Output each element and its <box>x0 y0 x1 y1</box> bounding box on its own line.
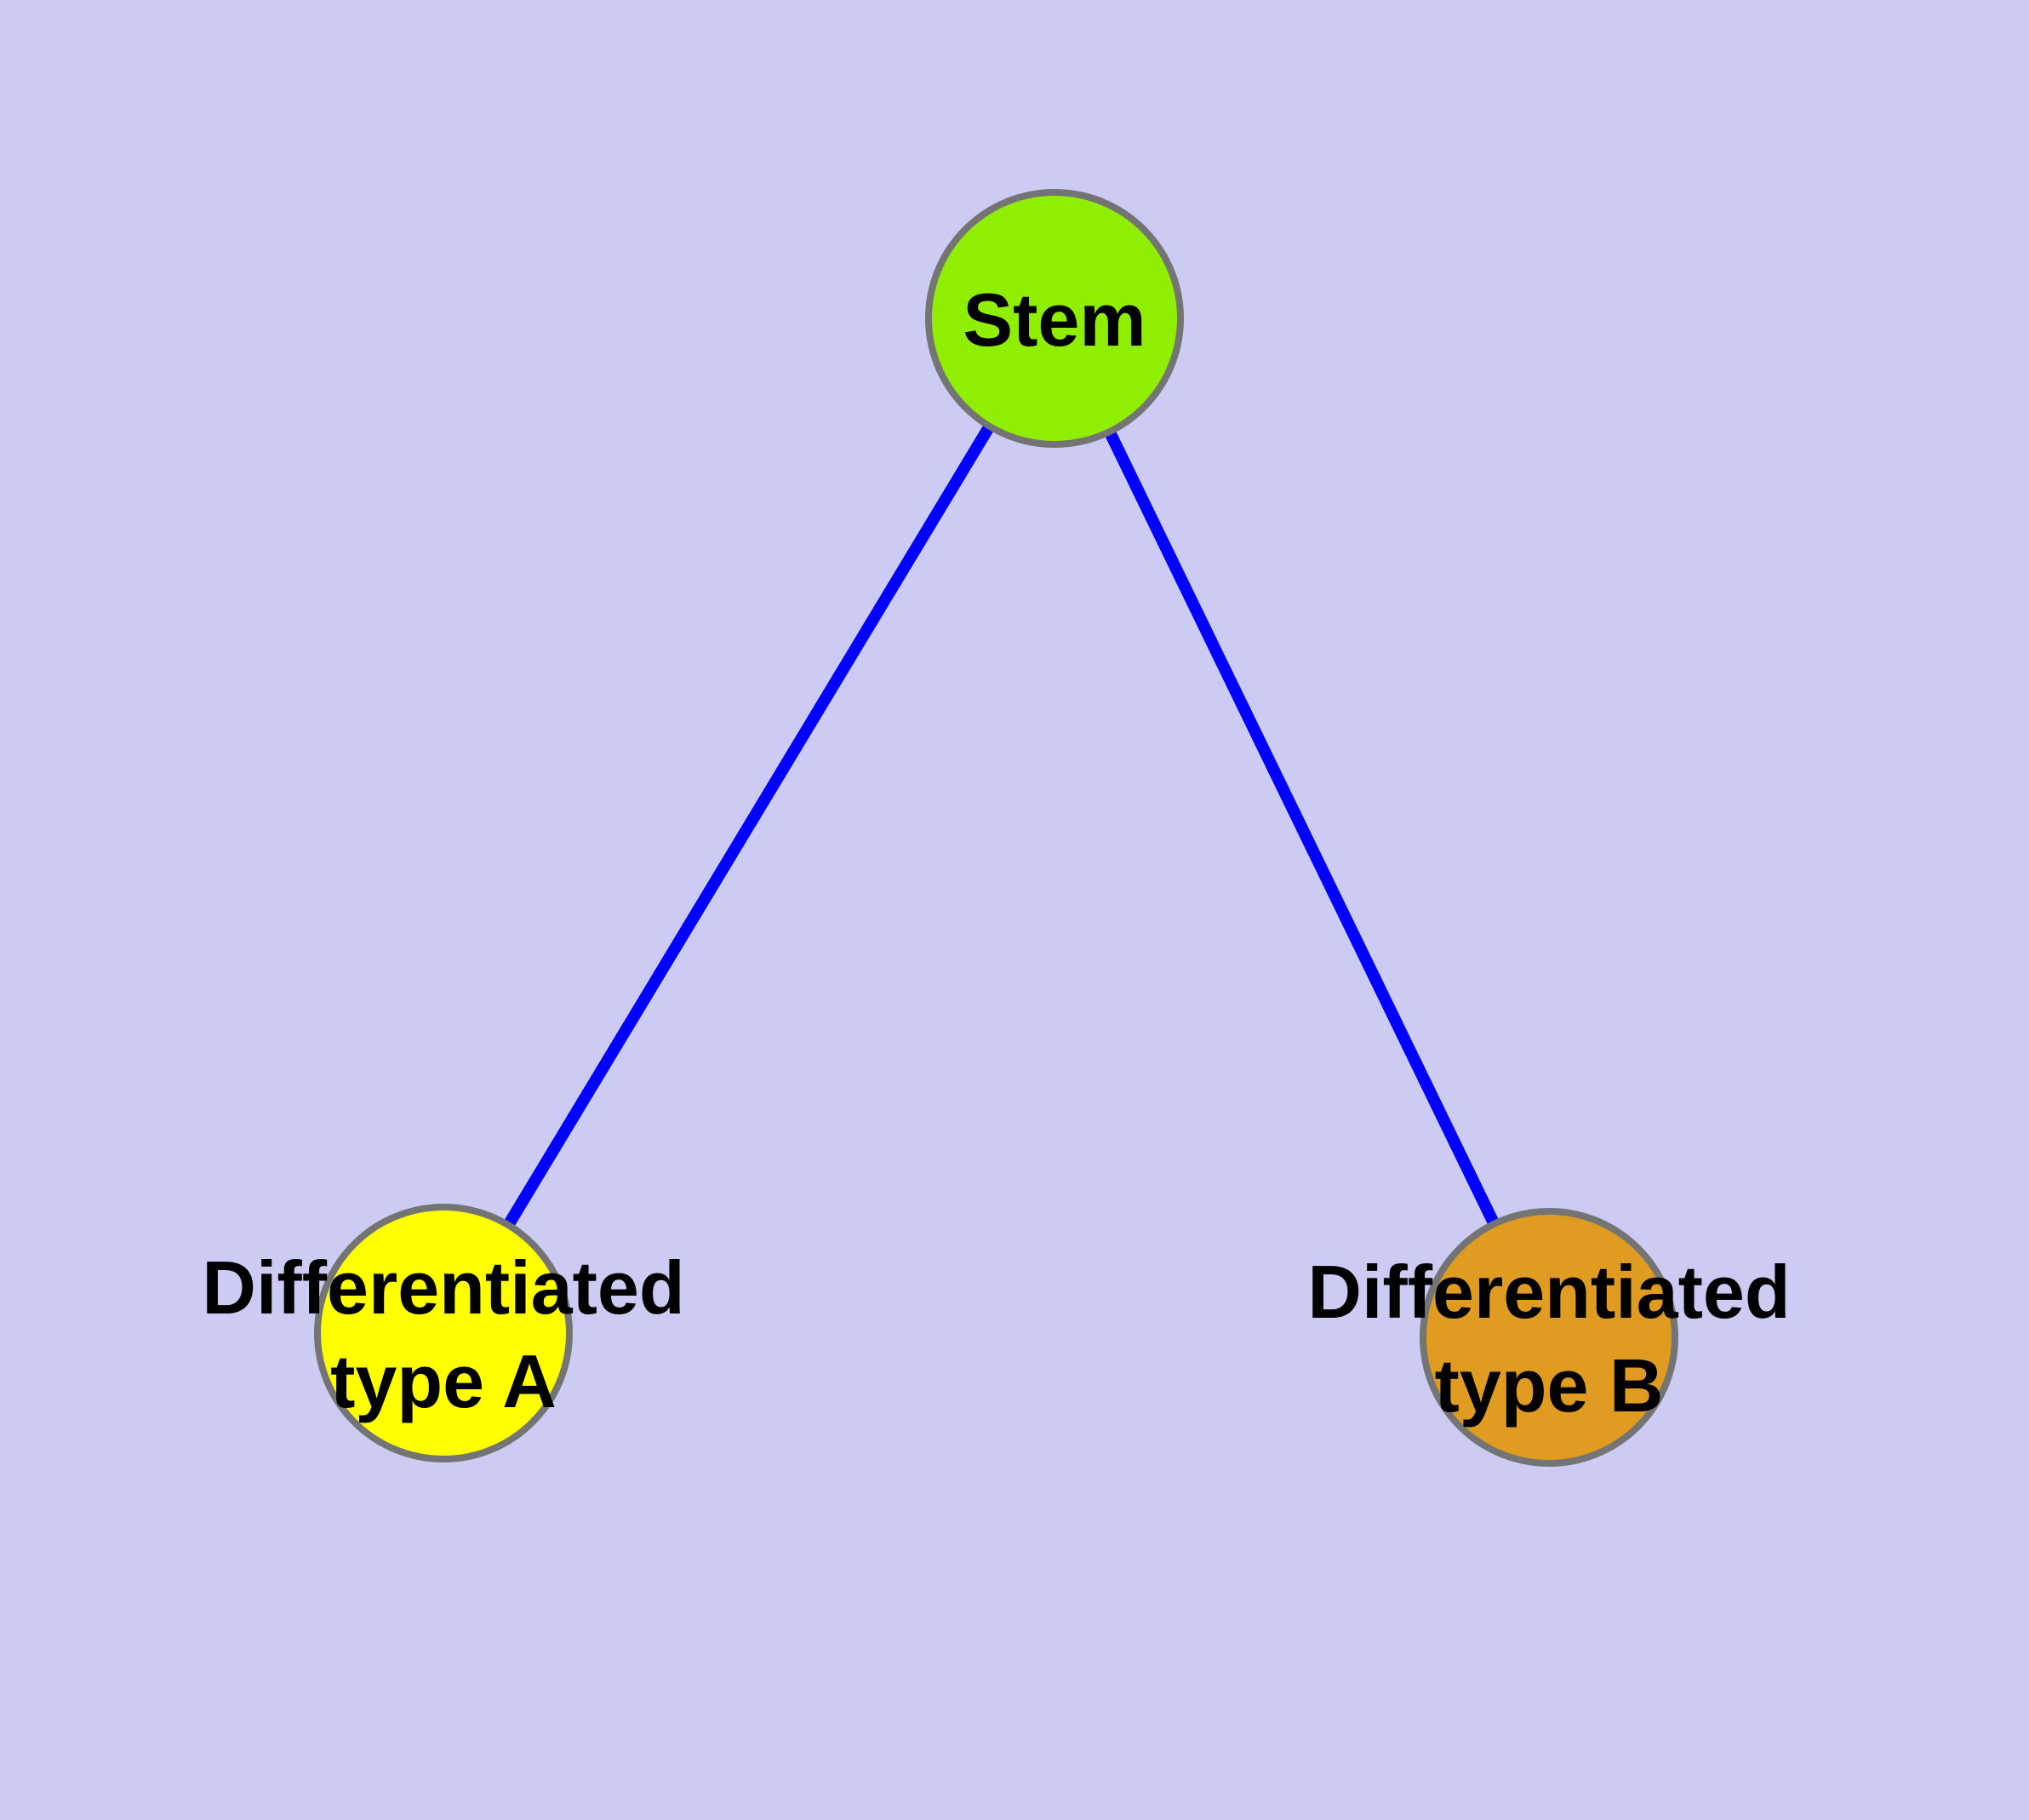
node-type-a-label: Differentiated type A <box>202 1241 684 1428</box>
node-type-b-circle <box>1420 1208 1678 1467</box>
node-stem-circle <box>925 189 1184 448</box>
node-type-a-label-line-1: Differentiated <box>202 1245 685 1330</box>
edge-stem-to-type-a <box>437 315 1060 1336</box>
node-stem-label: Stem <box>963 273 1146 367</box>
node-type-b-label-line-2: type B <box>1434 1343 1664 1428</box>
node-type-a-label-line-2: type A <box>330 1339 557 1423</box>
node-type-a-circle <box>314 1204 573 1462</box>
node-type-b-label: Differentiated type B <box>1307 1245 1790 1433</box>
node-stem-label-line: Stem <box>963 278 1146 362</box>
edge-stem-to-type-b <box>1049 315 1555 1341</box>
node-type-b-label-line-1: Differentiated <box>1307 1250 1791 1334</box>
